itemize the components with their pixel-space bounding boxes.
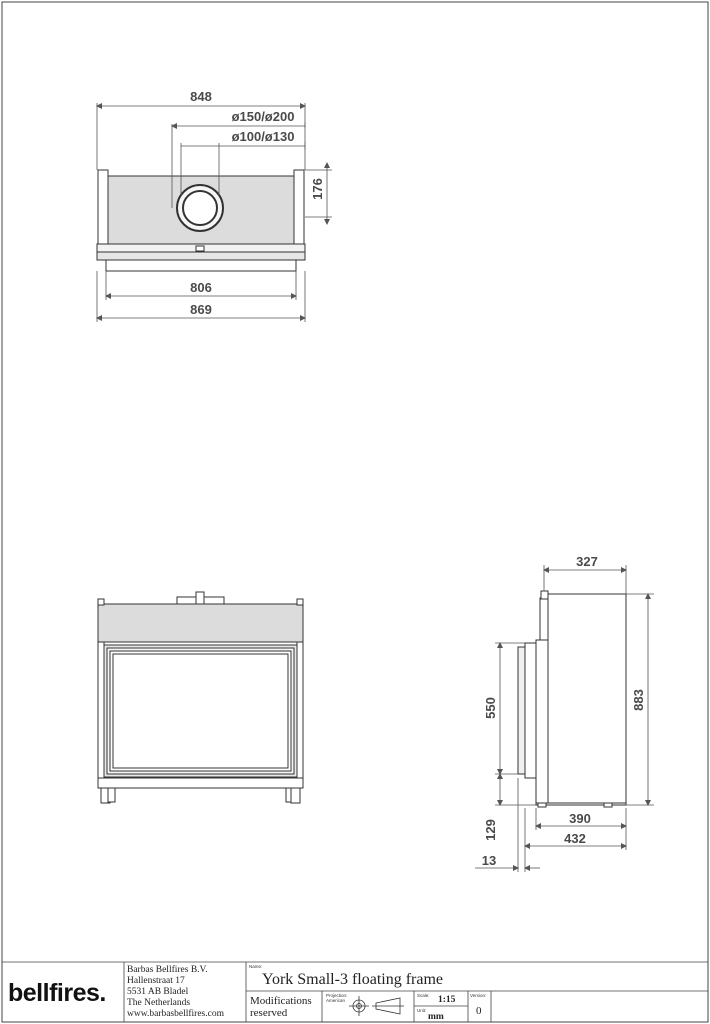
top-view-handle xyxy=(195,245,205,252)
flue-inner-circle xyxy=(182,190,218,226)
side-view-body xyxy=(547,593,627,804)
projection-symbol xyxy=(349,996,404,1016)
front-view-upper-body xyxy=(97,603,304,643)
side-view-front-panel xyxy=(535,639,549,804)
front-view-left-side xyxy=(97,641,105,779)
front-view-right-cap xyxy=(296,598,304,606)
side-view-upper-slant xyxy=(539,597,549,641)
version-label: Version: xyxy=(470,993,486,998)
title-block xyxy=(2,961,708,1022)
dim-129: 129 xyxy=(483,819,498,841)
front-view-leg-right-2 xyxy=(290,787,301,804)
top-view-front-lip xyxy=(96,251,306,261)
front-view xyxy=(97,591,304,804)
top-view xyxy=(96,169,306,272)
front-view-leg-left-2 xyxy=(107,787,116,803)
dim-176: 176 xyxy=(310,178,325,200)
dim-390: 390 xyxy=(569,811,591,826)
modifications-line1: Modifications xyxy=(250,995,312,1007)
name-label: Name: xyxy=(249,964,262,969)
top-view-left-post xyxy=(97,169,109,245)
dim-flue-outer: ø150/ø200 xyxy=(232,109,295,124)
side-view-dimensions xyxy=(475,565,654,872)
modifications-line2: reserved xyxy=(250,1007,288,1019)
company-street: Hallenstraat 17 xyxy=(127,976,185,986)
side-view-leg-front xyxy=(537,802,547,808)
dim-flue-inner: ø100/ø130 xyxy=(232,129,295,144)
projection-label: Projection: xyxy=(326,993,347,998)
company-city: 5531 AB Bladel xyxy=(127,987,189,997)
dim-848: 848 xyxy=(190,89,212,104)
dim-550: 550 xyxy=(483,697,498,719)
company-name: Barbas Bellfires B.V. xyxy=(127,964,208,975)
side-view-base-plate xyxy=(535,802,627,806)
scale-label: Scale: xyxy=(417,993,430,998)
front-view-left-cap xyxy=(97,598,105,606)
front-view-right-side xyxy=(296,641,304,779)
unit-value: mm xyxy=(428,1012,444,1022)
front-view-base xyxy=(97,777,304,789)
projection-value: American xyxy=(326,998,346,1003)
side-view-glass xyxy=(517,646,526,775)
dim-869: 869 xyxy=(190,302,212,317)
version-value: 0 xyxy=(476,1005,482,1017)
dim-13: 13 xyxy=(482,853,496,868)
side-view-top-lip xyxy=(540,590,549,600)
side-view-leg-back xyxy=(603,802,613,808)
side-view-frame xyxy=(524,642,537,779)
dim-327: 327 xyxy=(576,554,598,569)
drawing-name: York Small-3 floating frame xyxy=(262,971,443,988)
top-view-dimensions xyxy=(96,103,332,322)
dim-806: 806 xyxy=(190,280,212,295)
dim-432: 432 xyxy=(564,831,586,846)
unit-label: Unit: xyxy=(417,1008,426,1013)
front-view-glass-inner xyxy=(112,653,289,769)
side-view xyxy=(517,590,627,808)
top-view-base xyxy=(105,259,297,272)
company-country: The Netherlands xyxy=(127,998,190,1008)
bellfires-logo: bellfires. xyxy=(8,979,106,1007)
scale-value: 1:15 xyxy=(438,995,456,1005)
dim-883: 883 xyxy=(631,689,646,711)
top-view-right-post xyxy=(293,169,305,245)
company-website: www.barbasbellfires.com xyxy=(127,1008,225,1019)
